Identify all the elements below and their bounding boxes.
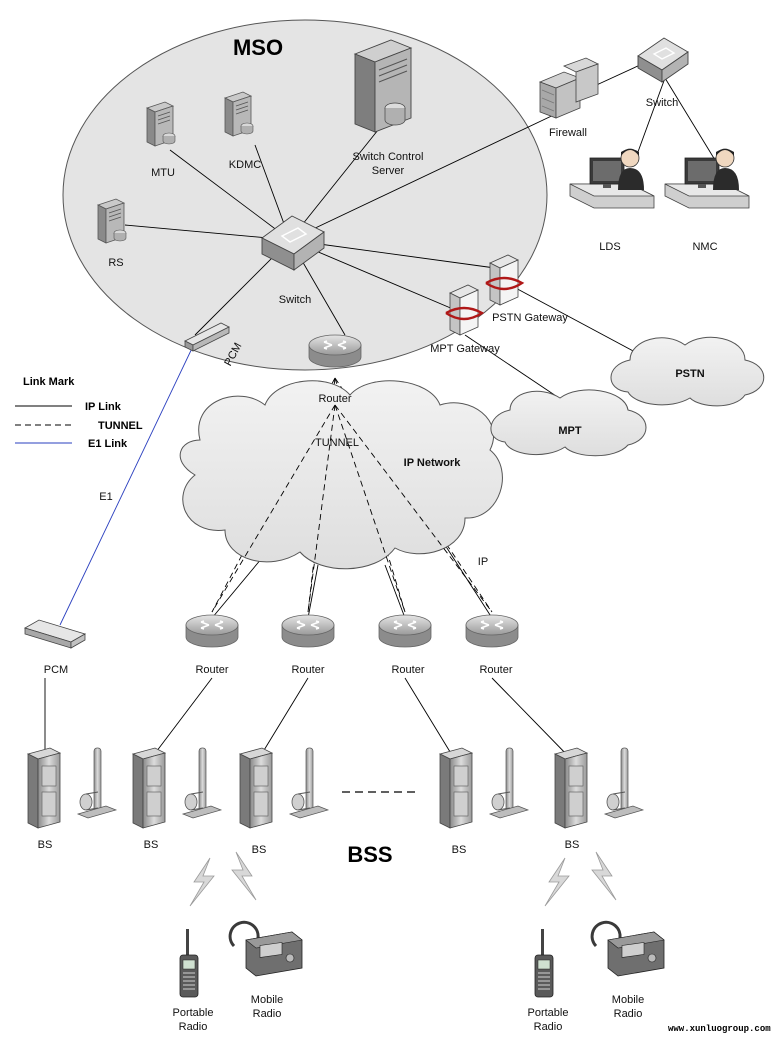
bs-2-icon[interactable] — [132, 747, 222, 829]
mso-pcm-icon[interactable] — [184, 322, 230, 352]
bss-router-2-label: Router — [291, 664, 324, 676]
lds-label: LDS — [599, 241, 620, 253]
nmc-workstation-icon[interactable] — [664, 148, 750, 209]
bss-router-1-label: Router — [195, 664, 228, 676]
nmc-label: NMC — [692, 241, 717, 253]
portable-radio-2-label-1: Portable — [528, 1007, 569, 1019]
mobile-radio-2-label-2: Radio — [614, 1008, 643, 1020]
mtu-label: MTU — [151, 167, 175, 179]
wireless-link-2-icon — [231, 851, 257, 901]
mpt-gateway-icon[interactable] — [445, 284, 485, 336]
mobile-radio-2-label-1: Mobile — [612, 994, 644, 1006]
bs-4-icon[interactable] — [439, 747, 529, 829]
mso-switch-label: Switch — [279, 294, 311, 306]
rs-label: RS — [108, 257, 123, 269]
ip-network-label: IP Network — [404, 457, 462, 469]
rs-server-icon[interactable] — [97, 198, 127, 244]
bss-router-3-icon[interactable] — [378, 614, 432, 648]
bs-2-label: BS — [144, 839, 159, 851]
bs-3-label: BS — [252, 844, 267, 856]
e1-label: E1 — [99, 491, 112, 503]
external-switch-label: Switch — [646, 97, 678, 109]
lds-workstation-icon[interactable] — [569, 148, 655, 209]
kdmc-label: KDMC — [229, 159, 261, 171]
bss-router-2-icon[interactable] — [281, 614, 335, 648]
bss-router-1-icon[interactable] — [185, 614, 239, 648]
portable-radio-1-label-1: Portable — [173, 1007, 214, 1019]
portable-radio-2-icon[interactable] — [534, 928, 554, 998]
bss-router-3-label: Router — [391, 664, 424, 676]
mtu-server-icon[interactable] — [146, 101, 176, 147]
ip-network-cloud — [179, 380, 503, 570]
mobile-radio-1-icon[interactable] — [228, 920, 304, 978]
tunnel-links-overlay — [211, 404, 493, 613]
mpt-label: MPT — [558, 425, 582, 437]
wireless-link-3-icon — [544, 857, 570, 907]
ip-label: IP — [478, 556, 488, 568]
mpt-gateway-label: MPT Gateway — [430, 343, 500, 355]
firewall-label: Firewall — [549, 127, 587, 139]
bs-1-icon[interactable] — [27, 747, 117, 829]
pstn-cloud — [610, 336, 765, 407]
wireless-link-1-icon — [189, 857, 215, 907]
bss-router-4-icon[interactable] — [465, 614, 519, 648]
mso-router-icon[interactable] — [308, 334, 362, 368]
mso-title: MSO — [233, 35, 283, 60]
tunnel-label: TUNNEL — [315, 437, 359, 449]
bs-4-label: BS — [452, 844, 467, 856]
bs-5-icon[interactable] — [554, 747, 644, 829]
bss-pcm-icon[interactable] — [23, 619, 87, 649]
legend: Link Mark IP Link TUNNEL E1 Link — [15, 376, 143, 450]
mobile-radio-1-label-1: Mobile — [251, 994, 283, 1006]
bss-pcm-label: PCM — [44, 664, 68, 676]
legend-title: Link Mark — [23, 376, 75, 388]
mso-switch-icon[interactable] — [261, 215, 325, 271]
mso-boundary — [62, 19, 548, 371]
bss-router-4-label: Router — [479, 664, 512, 676]
e1-link — [59, 341, 196, 626]
bs-3-icon[interactable] — [239, 747, 329, 829]
portable-radio-1-icon[interactable] — [179, 928, 199, 998]
legend-e1-label: E1 Link — [88, 438, 128, 450]
kdmc-server-icon[interactable] — [224, 91, 254, 137]
wireless-link-4-icon — [591, 851, 617, 901]
portable-radio-2-label-2: Radio — [534, 1021, 563, 1033]
mobile-radio-1-label-2: Radio — [253, 1008, 282, 1020]
bs-5-label: BS — [565, 839, 580, 851]
mobile-radio-2-icon[interactable] — [590, 920, 666, 978]
bss-title: BSS — [347, 842, 392, 867]
portable-radio-1-label-2: Radio — [179, 1021, 208, 1033]
switch-control-server-icon[interactable] — [353, 39, 413, 133]
pstn-label: PSTN — [675, 368, 704, 380]
switch-control-server-label-1: Switch Control — [353, 151, 424, 163]
external-switch-icon[interactable] — [637, 37, 689, 83]
mpt-cloud — [490, 389, 647, 457]
legend-tunnel-label: TUNNEL — [98, 420, 143, 432]
mso-router-label: Router — [318, 393, 351, 405]
pstn-gateway-label: PSTN Gateway — [492, 312, 568, 324]
legend-ip-label: IP Link — [85, 401, 122, 413]
switch-control-server-label-2: Server — [372, 165, 405, 177]
watermark: www.xunluogroup.com — [668, 1024, 771, 1034]
bs-1-label: BS — [38, 839, 53, 851]
firewall-icon[interactable] — [538, 57, 600, 119]
pstn-gateway-icon[interactable] — [485, 254, 525, 306]
